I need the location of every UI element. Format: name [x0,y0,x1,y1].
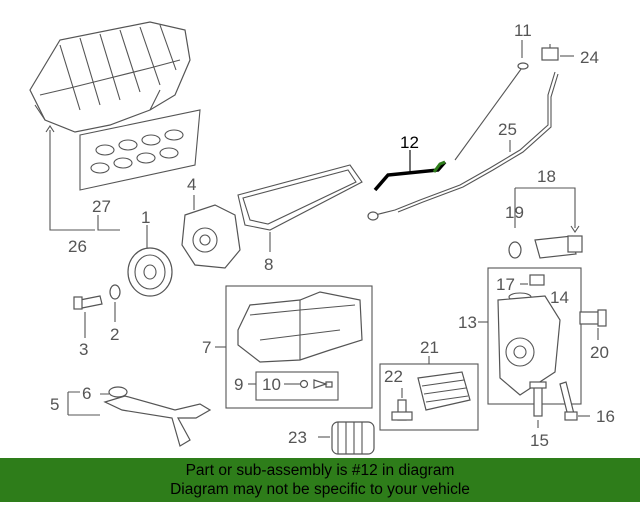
callout-5: 5 [50,395,59,414]
callout-21: 21 [420,338,439,357]
callout-3: 3 [79,340,88,359]
callout-19: 19 [505,203,524,222]
crank-pulley[interactable] [127,247,173,297]
washer-2[interactable] [109,284,121,300]
callout-10: 10 [262,375,281,394]
info-banner: Part or sub-assembly is #12 in diagram D… [0,458,640,502]
callout-1: 1 [141,208,150,227]
callout-22: 22 [384,367,403,386]
callout-13: 13 [458,313,477,332]
sensor-18[interactable] [534,235,583,259]
callout-24: 24 [580,48,599,67]
callout-25: 25 [498,120,517,139]
callout-23: 23 [288,428,307,447]
banner-line-2: Diagram may not be specific to your vehi… [170,481,470,498]
intake-manifold[interactable] [29,21,191,133]
drain-plug-box [255,371,339,401]
drain-plug[interactable] [313,379,333,389]
valve-cover-gasket[interactable] [237,164,363,231]
oil-pump[interactable] [181,204,241,269]
callout-27: 27 [92,197,111,216]
bolt-3[interactable] [73,295,103,310]
bolt-16[interactable] [559,381,578,421]
oil-pickup-tube[interactable] [103,395,212,447]
banner-line-1: Part or sub-assembly is #12 in diagram [185,462,455,479]
sensor-20[interactable] [579,309,607,327]
callout-8: 8 [264,255,273,274]
seal-19[interactable] [508,241,522,259]
callout-12: 12 [400,133,419,152]
callout-17: 17 [496,275,515,294]
callout-16: 16 [596,407,615,426]
dipstick-tube[interactable] [367,71,559,221]
intake-gasket[interactable] [79,109,201,191]
callout-26: 26 [68,237,87,256]
callout-18: 18 [537,167,556,186]
pickup-gasket[interactable] [108,386,128,398]
callout-11: 11 [514,21,532,40]
oil-filter[interactable] [331,421,375,455]
oil-cooler[interactable] [417,371,471,411]
callout-14: 14 [550,288,569,307]
callout-15: 15 [530,431,549,450]
oil-pressure-sensor[interactable] [541,44,559,61]
callout-4: 4 [187,175,196,194]
oil-cooler-bolt[interactable] [391,399,413,421]
callout-6: 6 [82,384,91,403]
oil-dipstick[interactable] [454,62,529,161]
drain-washer[interactable] [299,379,309,389]
part-12-highlight[interactable] [373,160,447,192]
bolt-15[interactable] [529,381,547,417]
oil-pan[interactable] [237,291,363,363]
callout-9: 9 [234,375,243,394]
callout-20: 20 [590,343,609,362]
callout-2: 2 [110,325,119,344]
parts-diagram: 26 27 4 1 3 2 8 7 9 10 [29,21,615,455]
seal-17[interactable] [529,274,545,286]
callout-7: 7 [202,338,211,357]
timing-cover[interactable] [497,295,561,396]
